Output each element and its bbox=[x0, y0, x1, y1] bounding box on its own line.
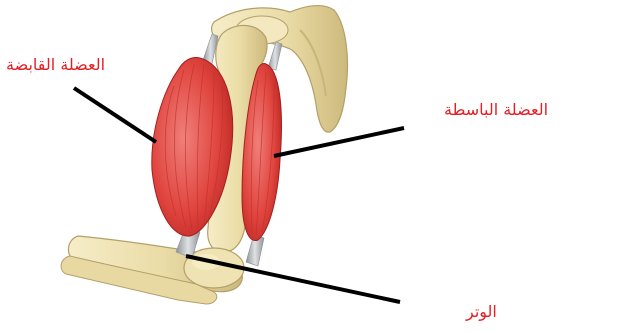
flexor-leader-line bbox=[74, 88, 156, 142]
tendon-label: الوتر bbox=[466, 302, 497, 322]
extensor-leader-line bbox=[274, 128, 404, 156]
flexor-muscle-label: العضلة القابضة bbox=[6, 55, 105, 75]
extensor-muscle-label: العضلة الباسطة bbox=[444, 100, 548, 120]
